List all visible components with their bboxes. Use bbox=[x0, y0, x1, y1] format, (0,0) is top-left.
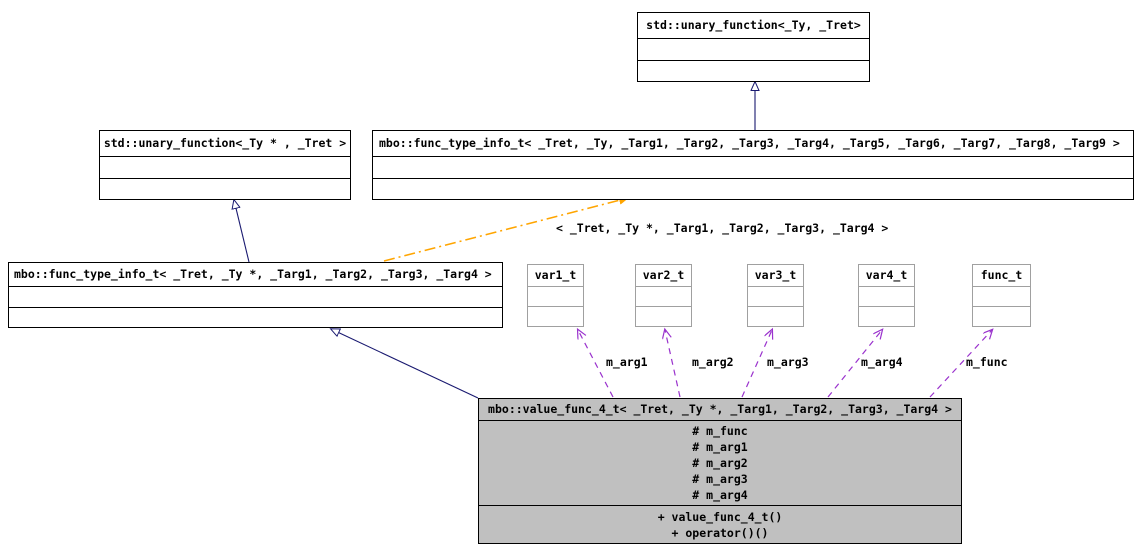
class-separator bbox=[636, 286, 691, 287]
class-separator bbox=[638, 38, 869, 39]
class-attributes-section bbox=[373, 157, 1133, 178]
class-separator bbox=[859, 306, 914, 307]
class-attributes-section bbox=[638, 39, 869, 60]
class-separator bbox=[100, 178, 350, 179]
class-title-var4-t: var4_t bbox=[865, 267, 908, 282]
class-box-value-func-4-t[interactable]: mbo::value_func_4_t< _Tret, _Ty *, _Targ… bbox=[478, 398, 962, 544]
edge-label-m_arg3: m_arg3 bbox=[767, 355, 809, 369]
class-box-func-type-info-spec[interactable]: mbo::func_type_info_t< _Tret, _Ty *, _Ta… bbox=[8, 262, 503, 328]
class-operations-section bbox=[373, 179, 1133, 200]
edge-inheritance-valuefunc-to-spec bbox=[331, 329, 479, 399]
class-separator bbox=[859, 286, 914, 287]
class-separator bbox=[373, 156, 1133, 157]
class-separator bbox=[748, 306, 803, 307]
class-attribute: # m_arg4 bbox=[692, 488, 748, 502]
class-box-var2-t[interactable]: var2_t bbox=[635, 264, 692, 327]
class-separator bbox=[636, 306, 691, 307]
class-title-func-t: func_t bbox=[980, 267, 1023, 282]
class-separator bbox=[479, 505, 961, 506]
edge-inheritance-spec-to-stdunaryptr bbox=[234, 200, 250, 263]
class-title-var3-t: var3_t bbox=[754, 267, 797, 282]
class-attribute: # m_arg3 bbox=[692, 472, 748, 486]
class-title-std-unary-function-typtr-tret: std::unary_function<_Ty * , _Tret > bbox=[103, 135, 347, 150]
edge-label-m_func: m_func bbox=[966, 355, 1008, 369]
class-box-var3-t[interactable]: var3_t bbox=[747, 264, 804, 327]
class-operations-section bbox=[528, 307, 583, 327]
class-attribute: # m_func bbox=[692, 424, 748, 438]
class-operations-section bbox=[636, 307, 691, 327]
class-operations-section bbox=[859, 307, 914, 327]
class-title-var1-t: var1_t bbox=[534, 267, 577, 282]
class-operations-section bbox=[638, 61, 869, 82]
class-attributes-section bbox=[748, 287, 803, 306]
class-title-std-unary-function-ty-tret: std::unary_function<_Ty, _Tret> bbox=[646, 17, 861, 32]
class-separator bbox=[528, 286, 583, 287]
class-box-std-unary-function-ty-tret[interactable]: std::unary_function<_Ty, _Tret> bbox=[637, 12, 870, 82]
class-operation: + operator()() bbox=[671, 526, 769, 540]
class-box-func-t[interactable]: func_t bbox=[972, 264, 1031, 327]
class-operations-section bbox=[973, 307, 1030, 327]
class-title-var2-t: var2_t bbox=[642, 267, 685, 282]
class-operations-section bbox=[748, 307, 803, 327]
class-operations-section bbox=[100, 179, 350, 200]
class-separator bbox=[373, 178, 1133, 179]
edge-label-m_arg1: m_arg1 bbox=[606, 355, 648, 369]
class-title-func-type-info-generic: mbo::func_type_info_t< _Tret, _Ty, _Targ… bbox=[379, 135, 1120, 150]
class-attributes-section bbox=[528, 287, 583, 306]
class-attributes-section bbox=[973, 287, 1030, 306]
class-attributes-section: # m_func # m_arg1 # m_arg2 # m_arg3 # m_… bbox=[479, 421, 961, 505]
class-separator bbox=[748, 286, 803, 287]
class-box-var1-t[interactable]: var1_t bbox=[527, 264, 584, 327]
class-operations-section: + value_func_4_t() + operator()() bbox=[479, 506, 961, 544]
class-separator bbox=[479, 420, 961, 421]
class-title-func-type-info-spec: mbo::func_type_info_t< _Tret, _Ty *, _Ta… bbox=[14, 266, 492, 281]
class-attributes-section bbox=[859, 287, 914, 306]
class-attributes-section bbox=[9, 287, 502, 307]
class-attributes-section bbox=[100, 157, 350, 178]
class-title-value-func-4-t: mbo::value_func_4_t< _Tret, _Ty *, _Targ… bbox=[488, 401, 952, 416]
class-separator bbox=[973, 306, 1030, 307]
class-attribute: # m_arg2 bbox=[692, 456, 748, 470]
class-box-func-type-info-generic[interactable]: mbo::func_type_info_t< _Tret, _Ty, _Targ… bbox=[372, 130, 1134, 200]
edge-label-m_arg4: m_arg4 bbox=[861, 355, 903, 369]
class-attribute: # m_arg1 bbox=[692, 440, 748, 454]
class-separator bbox=[973, 286, 1030, 287]
class-separator bbox=[9, 307, 502, 308]
class-separator bbox=[100, 156, 350, 157]
class-attributes-section bbox=[636, 287, 691, 306]
class-separator bbox=[638, 60, 869, 61]
edge-label-template-binding: < _Tret, _Ty *, _Targ1, _Targ2, _Targ3, … bbox=[556, 221, 889, 235]
class-operation: + value_func_4_t() bbox=[657, 510, 783, 524]
class-separator bbox=[9, 286, 502, 287]
edge-association-m_arg2 bbox=[665, 330, 681, 398]
class-separator bbox=[528, 306, 583, 307]
class-operations-section bbox=[9, 308, 502, 328]
class-box-var4-t[interactable]: var4_t bbox=[858, 264, 915, 327]
class-box-std-unary-function-typtr-tret[interactable]: std::unary_function<_Ty * , _Tret > bbox=[99, 130, 351, 200]
edge-label-m_arg2: m_arg2 bbox=[692, 355, 734, 369]
